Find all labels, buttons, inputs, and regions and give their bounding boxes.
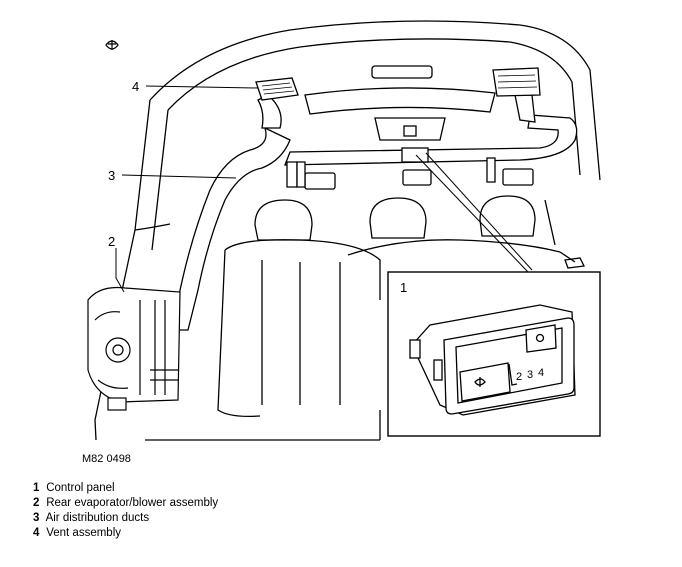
legend-text: Rear evaporator/blower assembly [46, 497, 219, 509]
rear-evaporator-blower-assembly [87, 286, 181, 411]
parts-legend: 1 Control panel 2 Rear evaporator/blower… [33, 481, 218, 541]
legend-text: Air distribution ducts [45, 512, 150, 524]
callout-3: 3 [108, 168, 115, 183]
legend-item: 4 Vent assembly [33, 526, 218, 541]
vent-assembly-right [492, 67, 541, 97]
switch-position-4: 4 [538, 367, 544, 379]
figure-id: M82 0498 [82, 453, 131, 465]
legend-item: 2 Rear evaporator/blower assembly [33, 496, 218, 511]
fan-symbol-icon [105, 40, 119, 50]
callout-4: 4 [132, 79, 139, 94]
legend-number: 3 [33, 512, 40, 524]
legend-text: Vent assembly [46, 527, 121, 539]
vent-assembly-left [255, 77, 299, 101]
legend-number: 2 [33, 497, 40, 509]
leader-lines [115, 85, 533, 293]
legend-number: 1 [33, 482, 40, 494]
switch-position-2: 2 [516, 371, 522, 383]
legend-number: 4 [33, 527, 40, 539]
control-panel-inset: 1 2 3 4 [387, 271, 601, 437]
inset-label: 1 [400, 280, 407, 295]
legend-item: 3 Air distribution ducts [33, 511, 218, 526]
callout-2: 2 [108, 234, 115, 249]
legend-text: Control panel [46, 482, 115, 494]
control-panel-unit [409, 304, 576, 416]
switch-position-3: 3 [527, 369, 533, 381]
vehicle-body-outline [94, 20, 601, 441]
legend-item: 1 Control panel [33, 481, 218, 496]
